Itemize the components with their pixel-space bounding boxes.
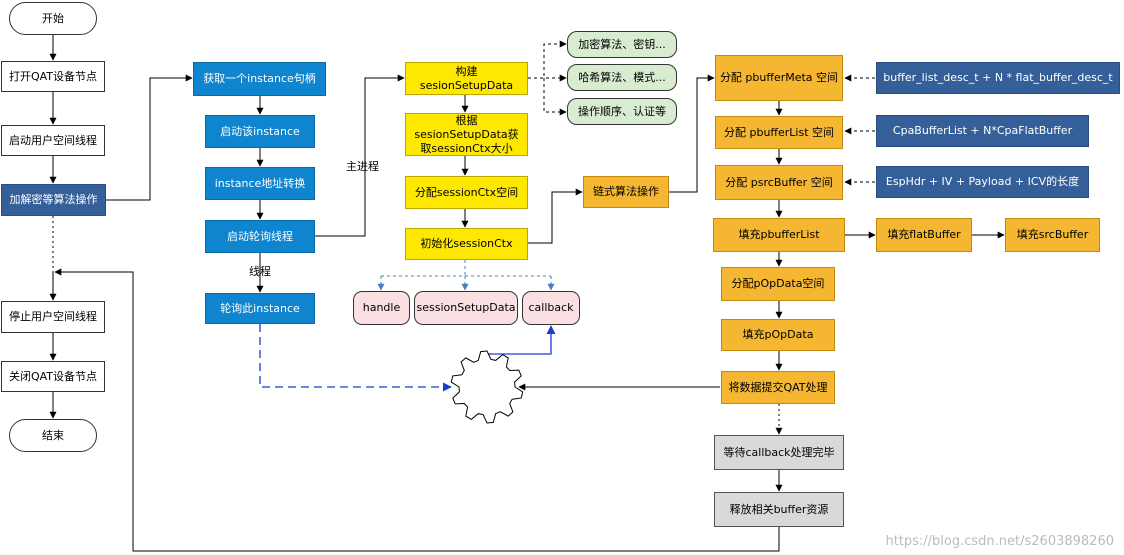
main-process-label: 主进程 [346,160,379,173]
note-buffer-list: CpaBufferList + N*CpaFlatBuffer [876,115,1089,147]
poll-instance: 轮询此instance [205,293,315,324]
param-callback: callback [522,291,580,325]
alloc-session-ctx: 分配sessionCtx空间 [405,176,528,209]
wait-callback: 等待callback处理完毕 [714,435,844,470]
alloc-op-data: 分配pOpData空间 [721,267,835,301]
start-instance: 启动该instance [205,115,315,148]
chain-operation: 链式算法操作 [583,176,669,208]
submit-to-qat: 将数据提交QAT处理 [721,371,835,404]
alloc-buffer-list: 分配 pbufferList 空间 [715,116,843,149]
alloc-buffer-meta: 分配 pbufferMeta 空间 [715,55,843,101]
alloc-src-buffer: 分配 psrcBuffer 空间 [715,165,843,200]
init-session-ctx: 初始化sessionCtx [405,228,528,260]
fill-buffer-list: 填充pbufferList [713,218,845,252]
open-qat-node: 打开QAT设备节点 [1,61,105,92]
option-hash: 哈希算法、模式... [567,64,677,91]
param-handle: handle [353,291,410,325]
get-instance-handle: 获取一个instance句柄 [193,62,326,96]
build-setup-data: 构建sesionSetupData [405,62,528,95]
release-buffers: 释放相关buffer资源 [714,492,844,527]
option-encrypt: 加密算法、密钥... [567,31,677,58]
close-qat-node: 关闭QAT设备节点 [1,361,105,392]
param-setup-data: sessionSetupData [414,291,518,325]
end-terminal: 结束 [9,419,97,452]
fill-op-data: 填充pOpData [721,319,835,351]
crypto-operation: 加解密等算法操作 [1,184,106,216]
instance-address-convert: instance地址转换 [205,167,315,200]
option-order: 操作顺序、认证等 [567,98,677,125]
get-ctx-size: 根据sesionSetupData获取sessionCtx大小 [405,113,528,156]
start-terminal: 开始 [9,2,97,35]
start-user-thread: 启动用户空间线程 [1,125,105,156]
fill-src-buffer: 填充srcBuffer [1005,218,1100,252]
gear-icon [450,350,524,424]
watermark: https://blog.csdn.net/s2603898260 [885,534,1114,549]
start-poll-thread: 启动轮询线程 [205,220,315,253]
note-buffer-meta: buffer_list_desc_t + N * flat_buffer_des… [876,62,1120,94]
note-src-buffer: EspHdr + IV + Payload + ICV的长度 [876,166,1089,198]
stop-user-thread: 停止用户空间线程 [1,301,105,333]
thread-label: 线程 [249,265,271,278]
fill-flat-buffer: 填充flatBuffer [876,218,972,252]
